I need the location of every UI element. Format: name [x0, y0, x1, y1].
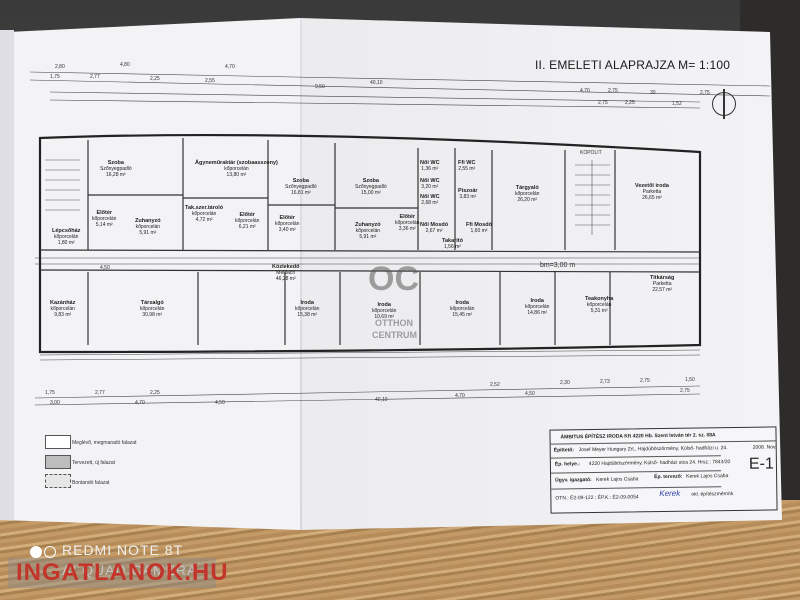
office-name: ÁMBITUS ÉPÍTÉSZ IRODA Kft 4220 Hb. Szent…: [560, 432, 716, 441]
ingatlanok-watermark: INGATLANOK.HU: [8, 558, 228, 588]
camera-ring-icon: [44, 546, 56, 558]
client-label: Építtető:: [553, 447, 575, 454]
legend-label: Meglévő, megmaradó falazat: [72, 440, 137, 446]
legend-label: Bontandó falazat: [72, 480, 110, 486]
dim-label: 2,25: [150, 390, 160, 396]
signature: Kerek: [659, 488, 681, 499]
dim-label: 2,75: [680, 388, 690, 394]
dim-label: 4,70: [135, 400, 145, 406]
sheet-number: E-1: [748, 455, 774, 473]
dim-label: 30: [650, 90, 656, 96]
manager-value: Kerek Lajos Csaba: [596, 476, 639, 483]
dim-label: 2,75: [700, 90, 710, 96]
legend-swatch-new: [45, 455, 71, 469]
watermark-text: OTTHON: [375, 318, 413, 328]
legend-label: Tervezett, új falazat: [72, 460, 116, 466]
dim-label: 4,50: [100, 265, 110, 271]
camera-dot-icon: [30, 546, 42, 558]
dim-label: 2,77: [90, 74, 100, 80]
date-value: 2008. Nov.: [752, 444, 777, 451]
dim-label: 1,75: [50, 74, 60, 80]
dim-label: 9,50: [315, 84, 325, 90]
site-label: Ép. helye.:: [554, 461, 580, 468]
dim-label: 40,10: [375, 397, 388, 403]
dim-label: 1,50: [685, 377, 695, 383]
paper-fold: [300, 18, 302, 530]
stair-label: KOPOLIT: [580, 150, 602, 156]
legend-swatch-existing: [45, 435, 71, 449]
dim-label: 2,73: [600, 379, 610, 385]
north-arrow-icon: [712, 89, 736, 119]
dim-label: 2,30: [560, 380, 570, 386]
designer-value: Kerek Lajos Csaba: [686, 473, 729, 480]
designer-label: Ép. tervező:: [654, 473, 683, 481]
dim-label: 4,70: [455, 393, 465, 399]
dim-label: 4,50: [525, 391, 535, 397]
dim-label: 2,25: [150, 76, 160, 82]
otn-value: OTN.: É2-09-122 ; ÉP.K.: É2-09-0054: [555, 494, 639, 502]
dim-label: 4,70: [225, 64, 235, 70]
dim-label: 2,55: [205, 78, 215, 84]
watermark-text: CENTRUM: [372, 330, 417, 340]
otthon-centrum-logo: OC: [368, 260, 419, 298]
plan-title: II. EMELETI ALAPRAJZA M= 1:100: [535, 58, 731, 72]
dim-label: 2,75: [640, 378, 650, 384]
client-value: Josef Meyer Hungary Zrt., Hajdúböszörmén…: [578, 445, 728, 454]
dim-label: 2,80: [55, 64, 65, 70]
dim-label: 4,80: [120, 62, 130, 68]
dim-label: 2,75: [598, 100, 608, 106]
site-value: 4220 Hajdúböszörmény, Külső- hadházi utc…: [588, 459, 731, 468]
dim-label: 2,52: [490, 382, 500, 388]
dim-label: 1,52: [672, 101, 682, 107]
dim-label: 3,00: [50, 400, 60, 406]
dim-label: 4,50: [215, 400, 225, 406]
dim-label: 4,70: [580, 88, 590, 94]
title-block: ÁMBITUS ÉPÍTÉSZ IRODA Kft 4220 Hb. Szent…: [549, 426, 778, 514]
dim-label: 1,75: [45, 390, 55, 396]
designer-title: okl. építészmérnök: [691, 491, 734, 498]
legend-swatch-demolish: [45, 474, 71, 488]
camera-watermark: REDMI NOTE 8T: [62, 542, 184, 558]
dim-label: 2,77: [95, 390, 105, 396]
dim-label: 2,75: [608, 88, 618, 94]
dim-label: 40,10: [370, 80, 383, 86]
dim-label: 2,25: [625, 100, 635, 106]
underlying-sheet-edge: [0, 30, 14, 520]
camera-watermark: AI QUAD CAMERA: [62, 562, 198, 578]
manager-label: Ügyv. igazgató:: [555, 477, 592, 484]
level-mark: bm=3,00 m: [540, 262, 576, 269]
